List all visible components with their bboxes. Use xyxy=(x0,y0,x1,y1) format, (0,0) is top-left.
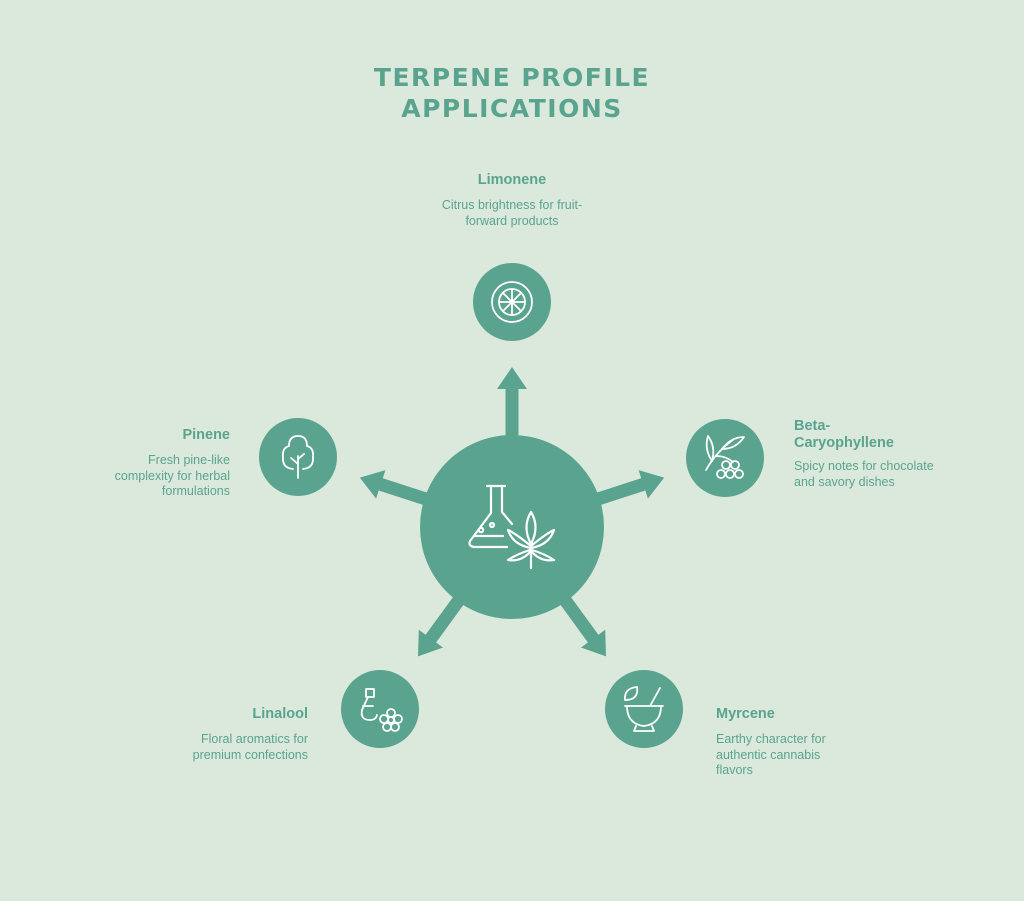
myrcene-name: Myrcene xyxy=(716,706,775,722)
limonene-label: Limonene Citrus brightness for fruit-for… xyxy=(412,172,612,229)
beta-caryophyllene-label: Beta-Caryophyllene Spicy notes for choco… xyxy=(794,418,944,490)
pinene-label: Pinene Fresh pine-like complexity for he… xyxy=(80,427,230,500)
arrow-to-limonene xyxy=(497,367,527,467)
linalool-name: Linalool xyxy=(252,706,308,722)
beta-caryophyllene-description: Spicy notes for chocolate and savory dis… xyxy=(794,459,934,489)
flask-cannabis-leaf-icon xyxy=(468,484,556,570)
citrus-slice-icon xyxy=(491,281,533,323)
pepper-branch-icon xyxy=(705,435,745,479)
pinene-name: Pinene xyxy=(182,427,230,443)
linalool-label: Linalool Floral aromatics for premium co… xyxy=(152,706,308,763)
linalool-node xyxy=(341,670,419,748)
myrcene-label: Myrcene Earthy character for authentic c… xyxy=(716,706,856,779)
myrcene-node xyxy=(605,670,683,748)
pinene-description: Fresh pine-like complexity for herbal fo… xyxy=(114,453,230,498)
page-title: TERPENE PROFILE APPLICATIONS xyxy=(262,62,762,124)
myrcene-description: Earthy character for authentic cannabis … xyxy=(716,732,826,777)
tree-icon xyxy=(281,435,315,479)
center-hub xyxy=(420,435,604,619)
lavender-flower-icon xyxy=(360,688,403,732)
title-line-1: TERPENE PROFILE xyxy=(373,63,651,92)
limonene-description: Citrus brightness for fruit-forward prod… xyxy=(441,198,583,228)
title-line-2: APPLICATIONS xyxy=(401,94,623,123)
beta-caryophyllene-name: Beta-Caryophyllene xyxy=(794,418,894,451)
mortar-pestle-icon xyxy=(624,686,664,732)
linalool-description: Floral aromatics for premium confections xyxy=(192,732,308,762)
limonene-name: Limonene xyxy=(477,172,547,188)
